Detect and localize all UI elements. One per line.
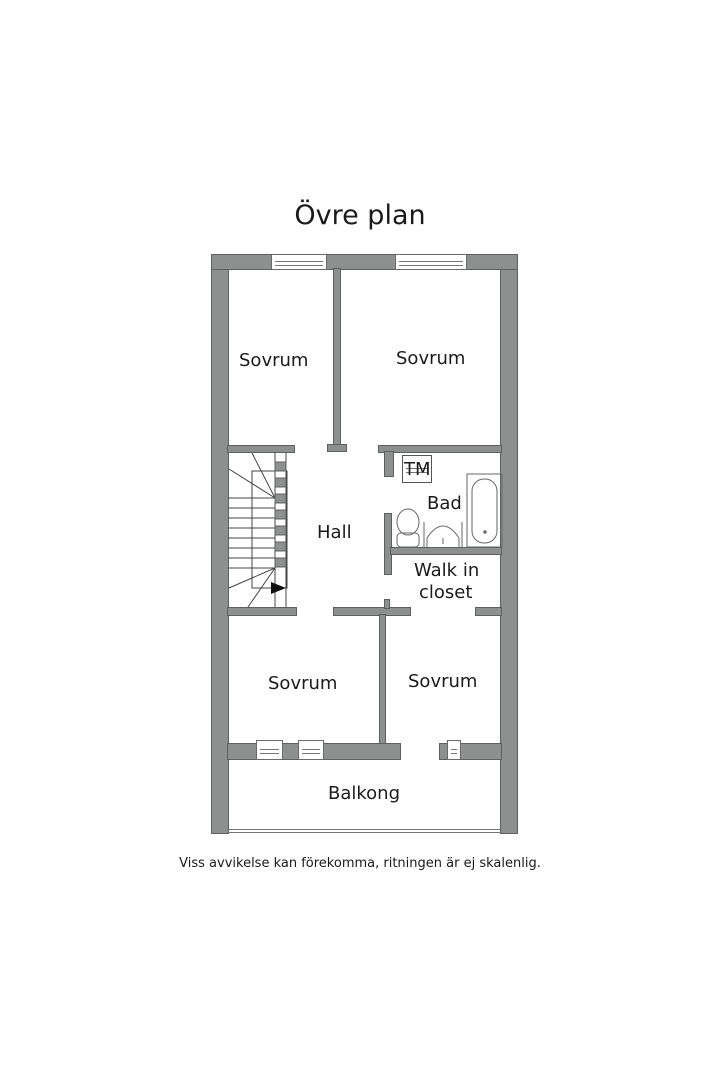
window-bottom-left-1 xyxy=(256,740,283,760)
room-label-sovrum-top-left: Sovrum xyxy=(239,350,309,371)
balcony-railing xyxy=(227,829,502,833)
room-label-sovrum-top-right: Sovrum xyxy=(396,348,466,369)
wall-tm-left xyxy=(384,451,394,477)
room-label-tm: TM xyxy=(404,459,431,480)
wall-bathroom-left xyxy=(384,513,392,575)
toilet-icon xyxy=(396,508,420,536)
wall-top-right-bedroom-bottom xyxy=(378,445,502,453)
wall-stub-closet xyxy=(384,599,390,609)
wall-hall-bottom-left xyxy=(227,607,297,616)
room-label-walk-in-closet-2: closet xyxy=(419,582,473,603)
room-label-walk-in-closet-1: Walk in xyxy=(414,560,480,581)
wall-hall-bottom-mid xyxy=(333,607,411,616)
window-top-left xyxy=(271,254,327,270)
wall-top-left-bedroom-bottom xyxy=(227,445,295,453)
room-label-sovrum-bottom-right: Sovrum xyxy=(408,671,478,692)
room-label-sovrum-bottom-left: Sovrum xyxy=(268,673,338,694)
stair-direction-arrow-icon xyxy=(271,582,286,594)
tm-box xyxy=(402,455,432,483)
wall-stub-hall-top xyxy=(327,444,347,452)
window-bottom-left-2 xyxy=(298,740,324,760)
floor-title: Övre plan xyxy=(294,200,426,231)
room-label-bad: Bad xyxy=(427,493,462,514)
window-top-right xyxy=(395,254,467,270)
wall-hall-bottom-right xyxy=(475,607,502,616)
stair-rail-posts xyxy=(274,461,287,568)
room-label-hall: Hall xyxy=(317,522,352,543)
room-label-balkong: Balkong xyxy=(328,783,401,804)
window-bottom-right xyxy=(447,740,461,760)
wall-bath-closet xyxy=(390,547,502,555)
sink-icon xyxy=(426,525,460,547)
bathroom-fixtures xyxy=(396,473,503,548)
bathtub-icon xyxy=(471,478,498,544)
disclaimer-footnote: Viss avvikelse kan förekomma, ritningen … xyxy=(179,856,541,871)
